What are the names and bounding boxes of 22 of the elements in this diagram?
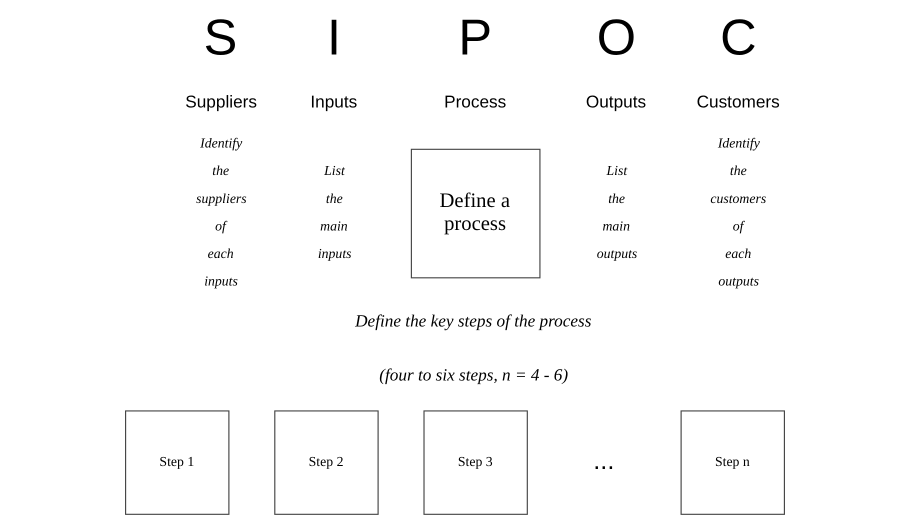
- label: List the main inputs: [317, 163, 351, 261]
- label: O: [596, 8, 636, 66]
- label: S: [203, 8, 237, 66]
- label: Inputs: [310, 91, 357, 112]
- label: Process: [444, 91, 506, 112]
- label: ...: [592, 447, 614, 476]
- label: (four to six steps, n = 4 - 6): [378, 366, 568, 385]
- label: Identify the suppliers of each inputs: [196, 136, 246, 288]
- node-box: Step 1: [124, 410, 229, 515]
- label: Define the key steps of the process: [354, 312, 591, 331]
- label: C: [720, 8, 756, 66]
- label: List the main outputs: [596, 163, 637, 261]
- node-box: Define a process: [410, 148, 540, 278]
- label: Suppliers: [184, 91, 257, 112]
- label: Outputs: [585, 91, 646, 112]
- label: Customers: [696, 91, 780, 112]
- node-box: Step 2: [274, 410, 378, 515]
- node-box: Step n: [680, 410, 784, 515]
- label: I: [326, 8, 341, 66]
- label: P: [458, 8, 492, 66]
- node-box: Step 3: [422, 410, 528, 515]
- label: Identify the customers of each outputs: [710, 136, 766, 288]
